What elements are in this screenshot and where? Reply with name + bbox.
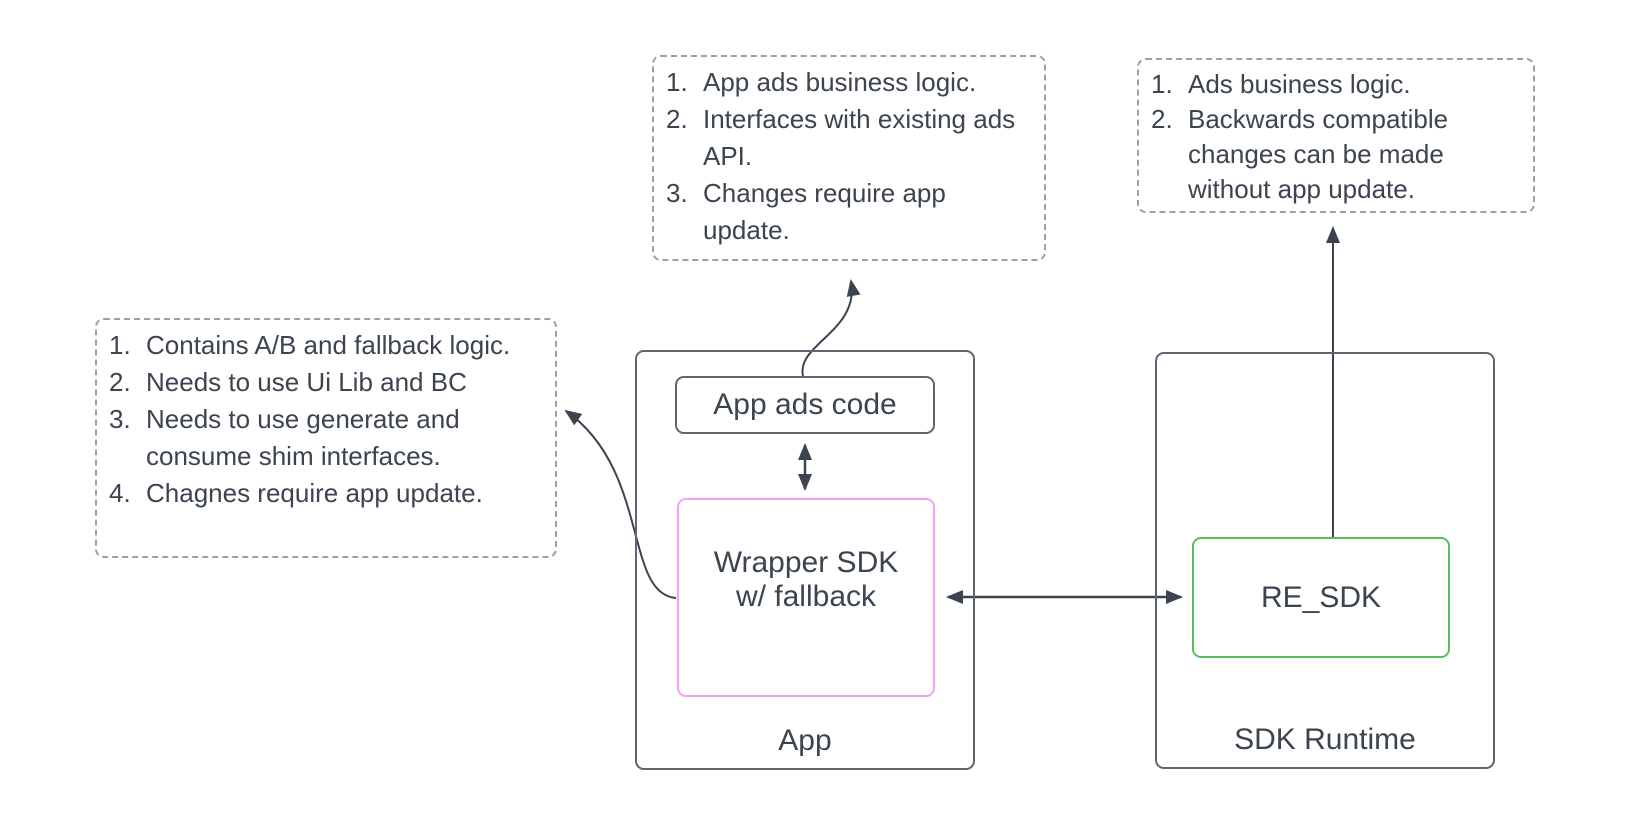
node-re-sdk: RE_SDK bbox=[1192, 537, 1450, 658]
note-item-text: Chagnes require app update. bbox=[146, 478, 483, 508]
note-item: 1. Ads business logic. bbox=[1151, 67, 1521, 102]
note-item-number: 3. bbox=[666, 178, 688, 208]
note-app-ads-code: 1. App ads business logic. 2. Interfaces… bbox=[652, 55, 1046, 261]
note-item-number: 3. bbox=[109, 404, 131, 434]
note-item: 1. Contains A/B and fallback logic. bbox=[109, 327, 543, 364]
note-item-number: 2. bbox=[666, 104, 688, 134]
container-sdk-runtime: SDK Runtime bbox=[1155, 352, 1495, 769]
note-item: 2. Needs to use Ui Lib and BC bbox=[109, 364, 543, 401]
note-item-text: Ads business logic. bbox=[1188, 69, 1411, 99]
note-item-number: 1. bbox=[666, 67, 688, 97]
note-item-number: 4. bbox=[109, 478, 131, 508]
node-wrapper-sdk-label: Wrapper SDK w/ fallback bbox=[713, 545, 899, 613]
container-app: App bbox=[635, 350, 975, 770]
node-wrapper-sdk: Wrapper SDK w/ fallback bbox=[677, 498, 935, 697]
note-item-number: 1. bbox=[109, 330, 131, 360]
note-item-number: 2. bbox=[1151, 104, 1173, 134]
note-item-text: Needs to use Ui Lib and BC bbox=[146, 367, 467, 397]
note-item-text: App ads business logic. bbox=[703, 67, 977, 97]
note-item-text: Contains A/B and fallback logic. bbox=[146, 330, 511, 360]
note-item-number: 2. bbox=[109, 367, 131, 397]
note-item: 2. Interfaces with existing ads API. bbox=[666, 101, 1032, 175]
note-item-text: Interfaces with existing ads API. bbox=[703, 104, 1016, 171]
note-item-text: Changes require app update. bbox=[703, 178, 946, 245]
node-app-ads-code: App ads code bbox=[675, 376, 935, 434]
node-re-sdk-label: RE_SDK bbox=[1260, 580, 1382, 614]
note-item: 3. Needs to use generate and consume shi… bbox=[109, 401, 543, 475]
note-re-sdk: 1. Ads business logic. 2. Backwards comp… bbox=[1137, 58, 1535, 213]
note-wrapper-sdk: 1. Contains A/B and fallback logic. 2. N… bbox=[95, 318, 557, 558]
node-app-ads-code-label: App ads code bbox=[713, 388, 897, 421]
note-item: 3. Changes require app update. bbox=[666, 175, 1032, 249]
note-item: 4. Chagnes require app update. bbox=[109, 475, 543, 512]
note-item-text: Backwards compatible changes can be made… bbox=[1188, 104, 1449, 204]
note-item-text: Needs to use generate and consume shim i… bbox=[146, 404, 460, 471]
note-item-number: 1. bbox=[1151, 69, 1173, 99]
container-sdk-runtime-label: SDK Runtime bbox=[1234, 723, 1416, 756]
note-item: 2. Backwards compatible changes can be m… bbox=[1151, 102, 1521, 207]
container-app-label: App bbox=[778, 724, 832, 757]
note-item: 1. App ads business logic. bbox=[666, 64, 1032, 101]
